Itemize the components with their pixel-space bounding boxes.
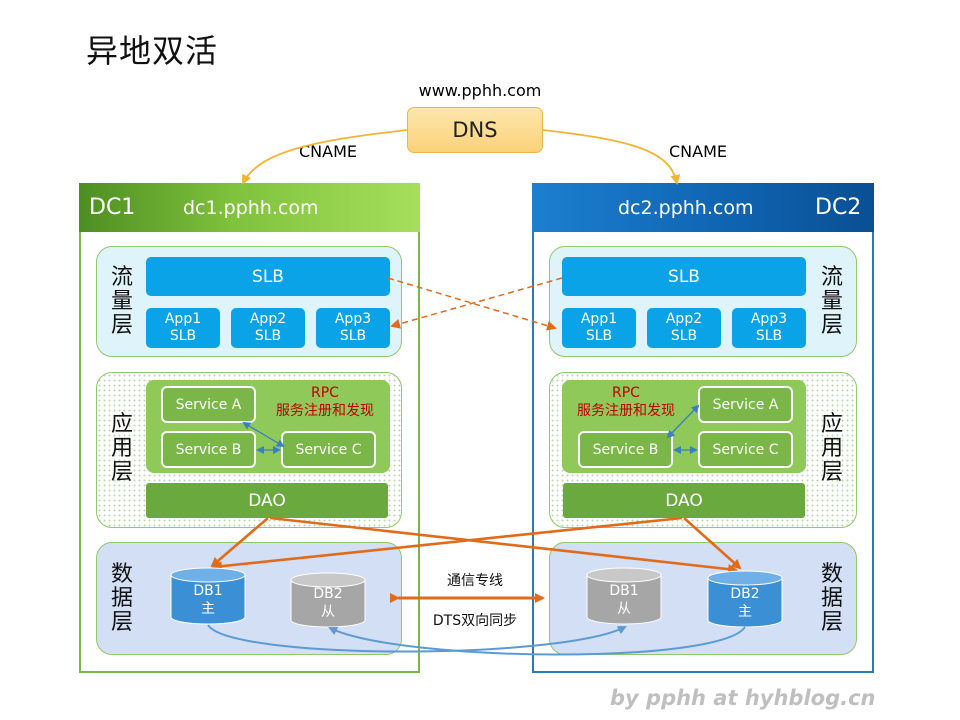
dc1-db1-cylinder xyxy=(170,567,246,625)
dns-url: www.pphh.com xyxy=(418,81,542,100)
dc1-app1-slb[interactable]: App1 SLB xyxy=(146,308,220,348)
dc1-application-layer-label: 应用层 xyxy=(110,412,133,485)
dc1-db1[interactable]: DB1 主 xyxy=(171,582,245,618)
dc2-application-layer-label: 应用层 xyxy=(820,412,843,485)
db-role: 主 xyxy=(738,604,752,620)
dc2-db2[interactable]: DB2 主 xyxy=(708,585,782,621)
dc1-db2[interactable]: DB2 从 xyxy=(291,585,365,621)
rpc-subtitle: 服务注册和发现 xyxy=(276,403,374,419)
author-credit: by pphh at hyhblog.cn xyxy=(610,686,876,710)
dc2-db2-cylinder xyxy=(707,570,783,628)
dc1-domain: dc1.pphh.com xyxy=(183,197,319,219)
cname-right-label: CNAME xyxy=(669,142,727,161)
dc2-db1-cylinder xyxy=(586,567,662,625)
dc2-traffic-layer-label: 流量层 xyxy=(820,265,843,338)
dc2-dao-to-dc1-db1-arrow xyxy=(212,516,683,572)
dts-sync-db1-to-dc2-db1 xyxy=(207,624,627,653)
app-name: App1 xyxy=(580,311,618,327)
db-name: DB2 xyxy=(313,586,343,602)
dc1-header xyxy=(79,183,420,232)
dc2-app3-slb[interactable]: App3 SLB xyxy=(732,308,806,348)
dc2-slb[interactable]: SLB xyxy=(562,257,806,296)
app-slb: SLB xyxy=(670,328,698,344)
dc1-service-c[interactable]: Service C xyxy=(281,431,376,468)
dc1-dao-to-dc2-db2-arrow xyxy=(269,516,738,575)
dc1-db2-cylinder xyxy=(290,572,366,628)
dc2-domain: dc2.pphh.com xyxy=(618,197,754,219)
db-name: DB2 xyxy=(730,586,760,602)
rpc-subtitle: 服务注册和发现 xyxy=(577,403,675,419)
app-slb: SLB xyxy=(254,328,282,344)
dc2-db1[interactable]: DB1 从 xyxy=(587,582,661,618)
page-title: 异地双活 xyxy=(86,32,219,70)
dc1-service-a[interactable]: Service A xyxy=(161,386,256,423)
rpc-title: RPC xyxy=(612,385,640,401)
dc1-svc-a-b-link xyxy=(242,421,285,448)
app-name: App2 xyxy=(665,311,703,327)
cname-left-label: CNAME xyxy=(299,142,357,161)
app-slb: SLB xyxy=(169,328,197,344)
cname-left-arrow xyxy=(242,129,408,185)
dc1-rpc-label: RPC 服务注册和发现 xyxy=(265,384,385,420)
dc1-dao-to-db1-arrow xyxy=(210,517,269,568)
dc2-header xyxy=(532,183,874,232)
dns-box[interactable]: DNS xyxy=(407,107,543,153)
dc2-service-a[interactable]: Service A xyxy=(698,386,793,423)
dts-sync-db2-to-dc1-db2 xyxy=(328,626,746,656)
db-role: 从 xyxy=(617,601,631,617)
dc1-app3-slb[interactable]: App3 SLB xyxy=(316,308,390,348)
db-role: 主 xyxy=(201,601,215,617)
dc1-service-b[interactable]: Service B xyxy=(161,431,256,468)
dc1-app2-slb[interactable]: App2 SLB xyxy=(231,308,305,348)
app-name: App3 xyxy=(750,311,788,327)
db-name: DB1 xyxy=(193,583,223,599)
dc2-dao[interactable]: DAO xyxy=(563,483,805,518)
app-slb: SLB xyxy=(339,328,367,344)
dc2-app1-slb[interactable]: App1 SLB xyxy=(562,308,636,348)
dc1-slb[interactable]: SLB xyxy=(146,257,390,296)
app-name: App3 xyxy=(334,311,372,327)
dc2-svc-a-b-link xyxy=(666,404,700,439)
app-name: App1 xyxy=(164,311,202,327)
dc2-service-b[interactable]: Service B xyxy=(578,431,673,468)
app-name: App2 xyxy=(249,311,287,327)
dc2-tag: DC2 xyxy=(815,195,862,220)
dc1-traffic-layer-label: 流量层 xyxy=(110,265,133,338)
dc1-tag: DC1 xyxy=(89,195,136,220)
app-slb: SLB xyxy=(585,328,613,344)
dc2-data-layer-label: 数据层 xyxy=(820,562,843,635)
app-slb: SLB xyxy=(755,328,783,344)
slb-cross-arrow-dc1-to-dc2 xyxy=(387,277,557,331)
db-name: DB1 xyxy=(609,583,639,599)
slb-cross-arrow-dc2-to-dc1 xyxy=(390,277,563,329)
rpc-title: RPC xyxy=(311,385,339,401)
dc1-data-layer-label: 数据层 xyxy=(110,562,133,635)
dts-sync-label: DTS双向同步 xyxy=(432,613,518,629)
dc2-rpc-label: RPC 服务注册和发现 xyxy=(566,384,686,420)
dc1-dao[interactable]: DAO xyxy=(146,483,388,518)
dedicated-line-label: 通信专线 xyxy=(447,573,503,589)
db-role: 从 xyxy=(321,604,335,620)
cname-right-arrow xyxy=(542,129,681,185)
dc2-dao-to-db2-arrow xyxy=(683,517,742,570)
dns-label: DNS xyxy=(452,118,498,142)
dc2-service-c[interactable]: Service C xyxy=(698,431,793,468)
dc2-app2-slb[interactable]: App2 SLB xyxy=(647,308,721,348)
